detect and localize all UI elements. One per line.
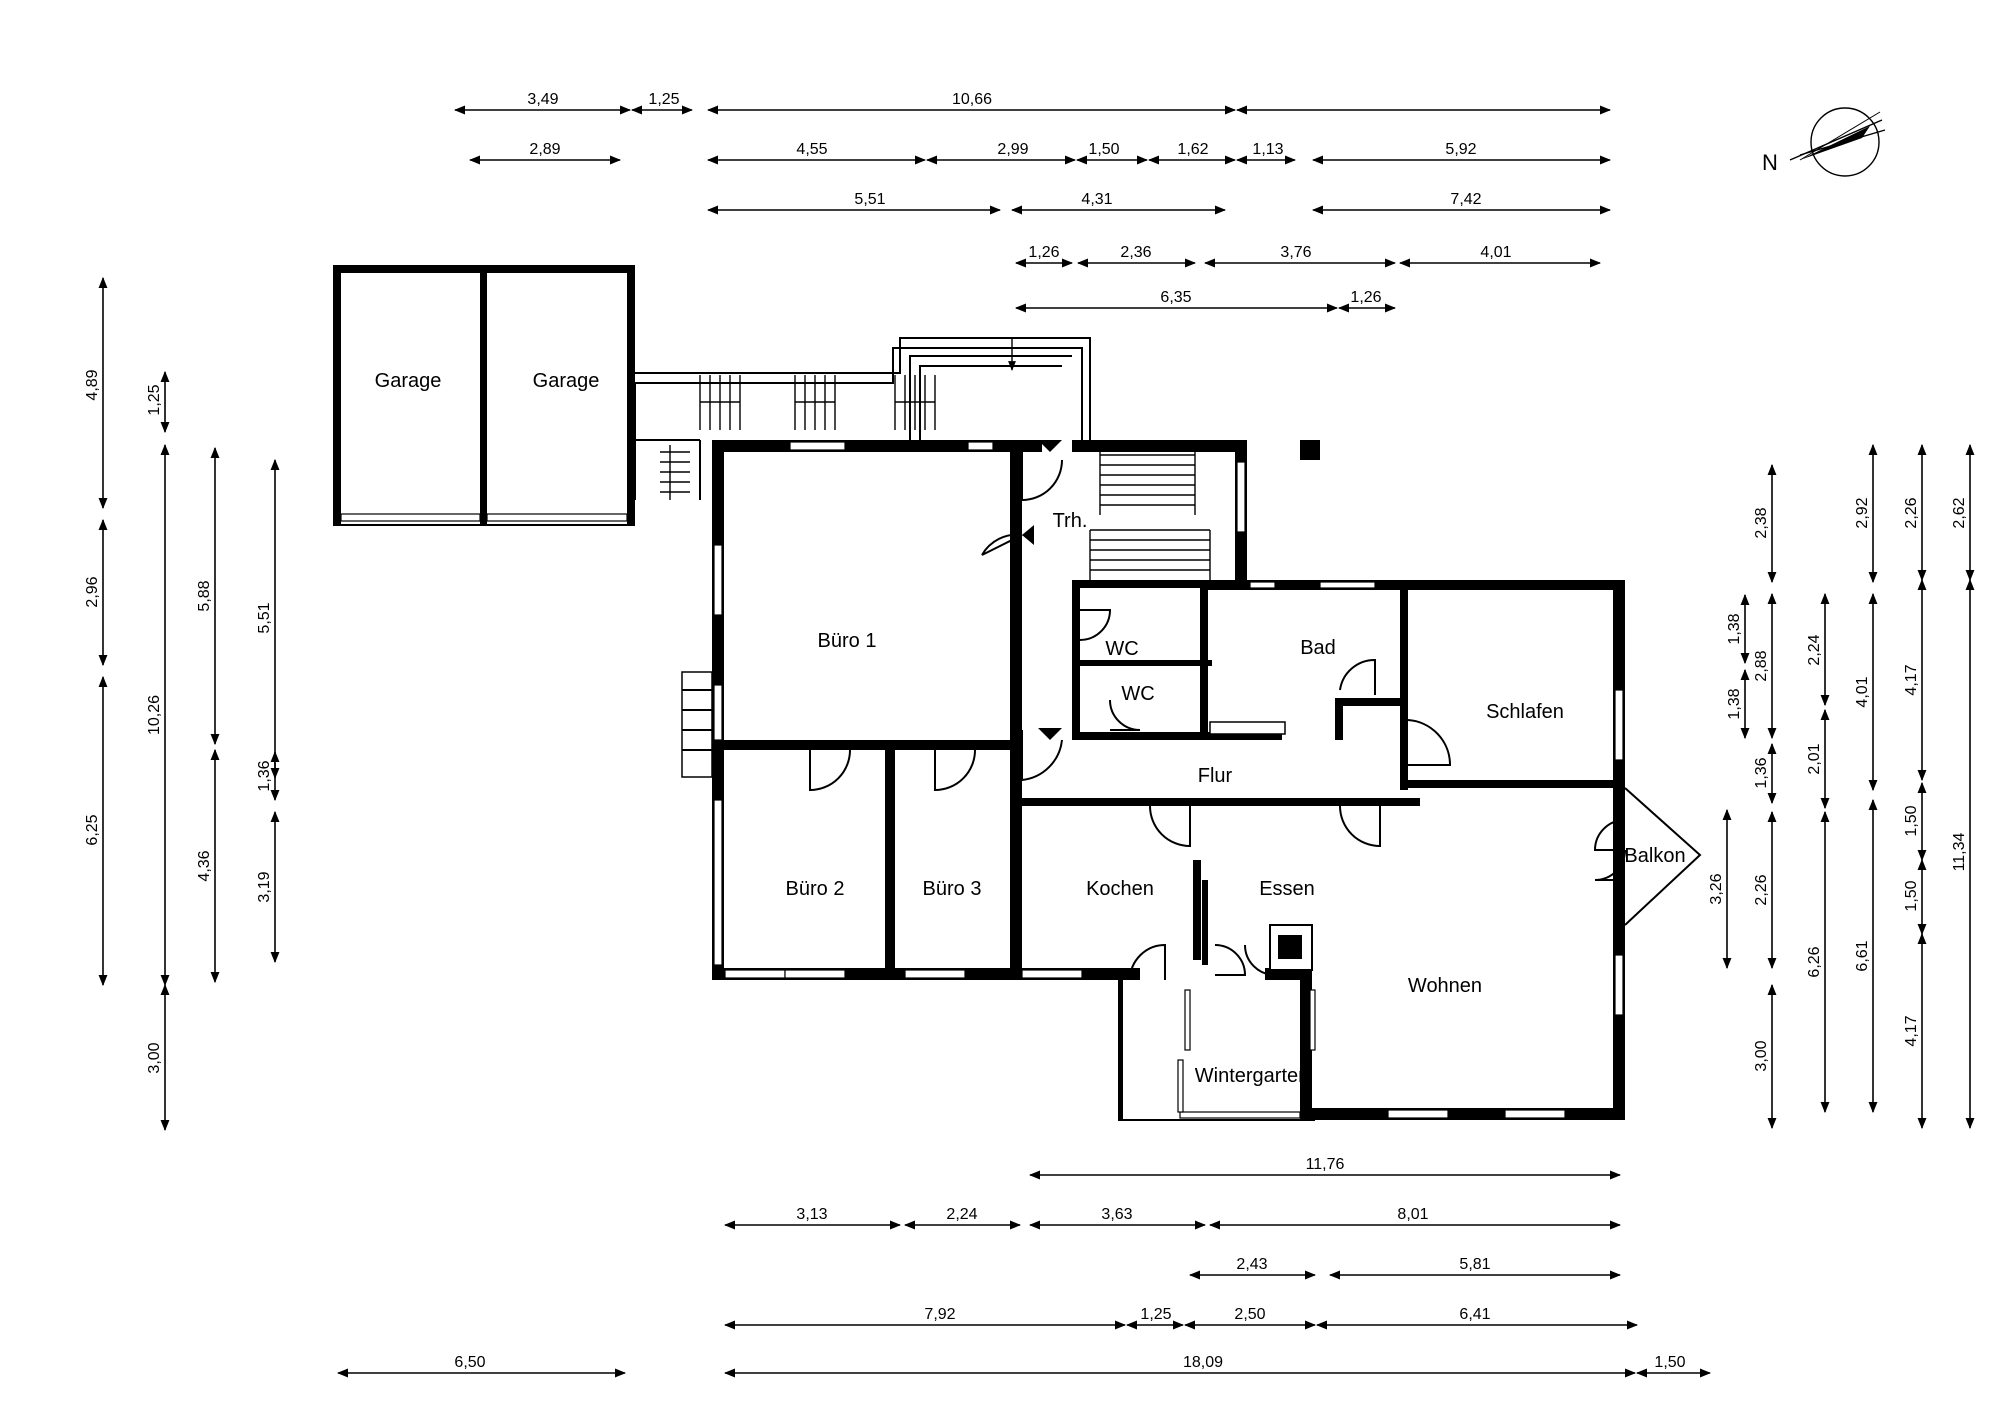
dim-label: 2,99 [997, 141, 1028, 158]
dim-label: 4,31 [1081, 191, 1112, 208]
room-label-flur: Flur [1198, 765, 1233, 787]
room-label-wintergarten: Wintergarten [1195, 1065, 1310, 1087]
dim-label: 2,62 [1951, 497, 1968, 528]
dim-label: 1,50 [1088, 141, 1119, 158]
dim-label: 6,35 [1160, 289, 1191, 306]
dim-label: 6,50 [454, 1354, 485, 1371]
dim-label: 4,17 [1903, 664, 1920, 695]
dim-label: 10,66 [952, 91, 992, 108]
dim-label: 4,01 [1854, 676, 1871, 707]
dim-label: 7,92 [924, 1306, 955, 1323]
dim-label: 11,76 [1306, 1156, 1345, 1173]
room-label-treppenhaus: Trh. [1053, 510, 1088, 532]
dim-label: 3,00 [146, 1042, 163, 1073]
north-label: N [1762, 150, 1778, 175]
dim-label: 3,26 [1708, 873, 1725, 904]
dim-label: 1,26 [1350, 289, 1381, 306]
dim-label: 3,19 [256, 871, 273, 902]
dim-label: 2,24 [1806, 634, 1823, 665]
dim-label: 1,25 [146, 384, 163, 415]
room-label-kochen: Kochen [1086, 878, 1154, 900]
room-label-wohnen: Wohnen [1408, 975, 1482, 997]
dim-label: 1,25 [1140, 1306, 1171, 1323]
dim-label: 4,55 [796, 141, 827, 158]
dim-label: 3,49 [527, 91, 558, 108]
room-label-balkon: Balkon [1624, 845, 1685, 867]
dim-label: 5,51 [854, 191, 885, 208]
dimension-labels: 3,49 1,25 10,66 2,89 4,55 2,99 1,50 1,62… [84, 91, 1968, 1371]
dim-label: 1,25 [648, 91, 679, 108]
dim-label: 1,62 [1177, 141, 1208, 158]
dim-label: 2,24 [946, 1206, 977, 1223]
room-label-wc-1: WC [1105, 638, 1138, 660]
dim-label: 2,38 [1753, 507, 1770, 538]
dim-label: 1,13 [1252, 141, 1283, 158]
room-label-schlafen: Schlafen [1486, 701, 1564, 723]
garage-block [333, 265, 635, 526]
room-label-buero-2: Büro 2 [786, 878, 845, 900]
dim-label: 10,26 [146, 695, 163, 735]
dim-label: 4,36 [196, 850, 213, 881]
dim-label: 3,00 [1753, 1040, 1770, 1071]
windows [713, 441, 1624, 1119]
dim-label: 6,25 [84, 814, 101, 845]
bathtub [1209, 721, 1286, 735]
dim-label: 5,51 [256, 602, 273, 633]
dim-label: 1,50 [1654, 1354, 1685, 1371]
dim-label: 6,26 [1806, 946, 1823, 977]
dim-label: 2,26 [1903, 497, 1920, 528]
dim-label: 5,81 [1459, 1256, 1490, 1273]
room-label-garage-2: Garage [533, 370, 600, 392]
room-label-bad: Bad [1300, 637, 1336, 659]
dim-label: 11,34 [1951, 832, 1968, 871]
dim-label: 1,36 [256, 760, 273, 791]
dim-label: 3,13 [796, 1206, 827, 1223]
dim-label: 2,26 [1753, 874, 1770, 905]
staircase [1089, 452, 1211, 580]
dim-label: 3,76 [1280, 244, 1311, 261]
dim-label: 3,63 [1101, 1206, 1132, 1223]
room-label-garage-1: Garage [375, 370, 442, 392]
doors [809, 440, 1626, 981]
dim-label: 6,61 [1854, 940, 1871, 971]
dim-label: 2,43 [1236, 1256, 1267, 1273]
dim-label: 2,92 [1854, 497, 1871, 528]
dim-label: 2,50 [1234, 1306, 1265, 1323]
dim-label: 8,01 [1397, 1206, 1428, 1223]
dim-label: 1,26 [1028, 244, 1059, 261]
dim-label: 1,38 [1726, 688, 1743, 719]
dim-label: 5,88 [196, 580, 213, 611]
dim-label: 7,42 [1450, 191, 1481, 208]
room-label-wc-2: WC [1121, 683, 1154, 705]
dim-label: 2,88 [1753, 650, 1770, 681]
dim-label: 18,09 [1183, 1354, 1223, 1371]
room-label-buero-1: Büro 1 [818, 630, 877, 652]
dimension-lines [98, 105, 1975, 1378]
terrace-stairs [634, 337, 1091, 500]
dim-label: 2,36 [1120, 244, 1151, 261]
dim-label: 1,36 [1753, 757, 1770, 788]
dim-label: 4,17 [1903, 1015, 1920, 1046]
dim-label: 1,50 [1903, 805, 1920, 836]
room-label-essen: Essen [1259, 878, 1315, 900]
house-walls [681, 440, 1702, 1121]
dim-label: 4,01 [1480, 244, 1511, 261]
dim-label: 1,50 [1903, 880, 1920, 911]
dim-label: 1,38 [1726, 613, 1743, 644]
dim-label: 5,92 [1445, 141, 1476, 158]
room-labels: Garage Garage Trh. Büro 1 Büro 2 Büro 3 … [375, 370, 1686, 1087]
dim-label: 2,89 [529, 141, 560, 158]
dim-label: 6,41 [1459, 1306, 1490, 1323]
room-label-buero-3: Büro 3 [923, 878, 982, 900]
dim-label: 2,96 [84, 576, 101, 607]
north-arrow-icon: N [1762, 107, 1886, 177]
dim-label: 2,01 [1806, 743, 1823, 774]
dim-label: 4,89 [84, 369, 101, 400]
